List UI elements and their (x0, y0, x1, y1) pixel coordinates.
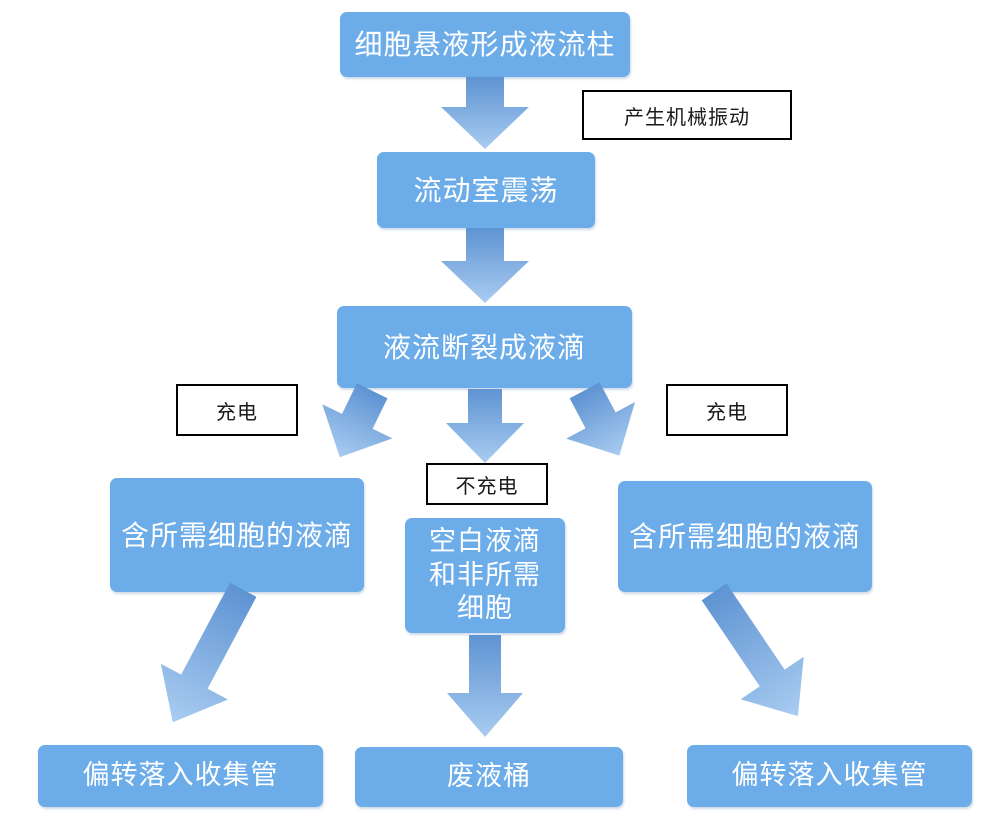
node-left-droplets: 含所需细胞的液滴 (110, 478, 364, 592)
node-right-collector: 偏转落入收集管 (687, 745, 972, 807)
node-waste: 废液桶 (355, 747, 623, 807)
node-right-collector-label: 偏转落入收集管 (731, 760, 928, 791)
label-charge-right: 充电 (666, 384, 788, 436)
arrow-branch-left (322, 383, 393, 458)
label-charge-left-text: 充电 (216, 401, 258, 424)
node-right-droplets-label: 含所需细胞的液滴 (628, 521, 861, 552)
node-stream-breaks: 液流断裂成液滴 (337, 306, 632, 388)
node-flow-chamber-label: 流动室震荡 (413, 174, 559, 206)
node-left-droplets-label: 含所需细胞的液滴 (120, 519, 353, 551)
arrow-branch-center (446, 389, 524, 463)
node-flow-chamber: 流动室震荡 (377, 152, 595, 228)
node-center-droplets-line1: 空白液滴 (429, 525, 541, 556)
arrow-down-2 (441, 228, 529, 303)
node-center-droplets: 空白液滴 和非所需 细胞 (405, 518, 565, 633)
label-no-charge: 不充电 (426, 463, 548, 505)
label-mechanical-vibration: 产生机械振动 (582, 90, 792, 140)
label-mechanical-vibration-text: 产生机械振动 (624, 106, 750, 129)
arrow-right-to-collector (701, 583, 804, 717)
node-left-collector-label: 偏转落入收集管 (82, 760, 279, 791)
node-cell-suspension: 细胞悬液形成液流柱 (340, 12, 630, 77)
node-cell-suspension-label: 细胞悬液形成液流柱 (354, 29, 616, 60)
node-left-collector: 偏转落入收集管 (38, 745, 323, 807)
node-stream-breaks-label: 液流断裂成液滴 (382, 331, 586, 363)
node-center-droplets-line3: 细胞 (457, 593, 513, 624)
node-right-droplets: 含所需细胞的液滴 (618, 481, 872, 592)
arrow-center-to-waste (447, 635, 523, 737)
node-waste-label: 废液桶 (447, 761, 531, 792)
arrow-branch-right (566, 382, 636, 456)
label-charge-right-text: 充电 (706, 401, 748, 424)
node-center-droplets-line2: 和非所需 (429, 559, 541, 590)
label-charge-left: 充电 (176, 384, 298, 436)
label-no-charge-text: 不充电 (455, 475, 519, 498)
arrow-left-to-collector (160, 582, 257, 723)
arrow-down-1 (441, 77, 529, 149)
